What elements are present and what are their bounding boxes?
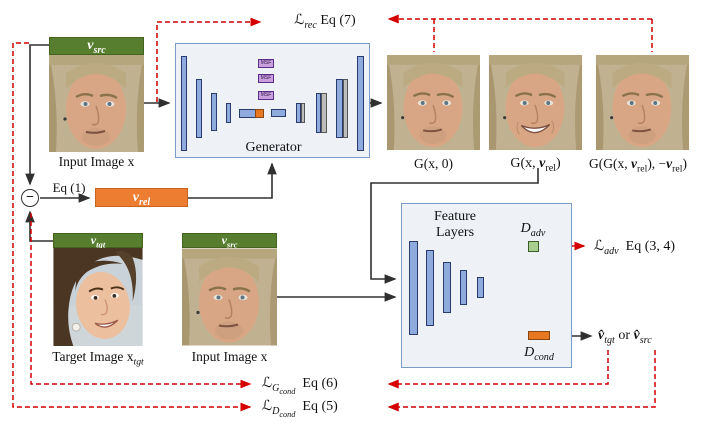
loss-flow-lines — [12, 14, 656, 412]
subtract-node: − — [21, 189, 39, 207]
vtgt-chip: vtgt — [53, 233, 143, 250]
gen-latent-cond-segment — [255, 109, 264, 118]
loss-adv-label: ℒadv Eq (3, 4) — [594, 239, 676, 257]
gen-latent-bar — [239, 109, 256, 118]
disc-bar-5 — [477, 277, 484, 298]
eq1-label: Eq (1) — [52, 180, 86, 195]
disc-bar-2 — [426, 250, 434, 326]
msf-box-3: MSF — [258, 91, 274, 100]
gen-dec-bar-3-skip — [343, 79, 348, 138]
dadv-label: Dadv — [520, 221, 546, 239]
loss-line-gcond-left — [30, 213, 252, 389]
target-image-caption: Target Image xtgt — [52, 349, 144, 368]
input-image-bottom — [182, 248, 277, 346]
msf-box-1: MSF — [258, 59, 274, 68]
loss-gcond-label: ℒGcond Eq (6) — [262, 376, 338, 396]
loss-line-rec-left — [156, 17, 262, 102]
gen-dec-bar-2 — [316, 93, 321, 133]
gen-image-zero — [387, 55, 480, 150]
vrel-chip: vrel — [95, 188, 188, 207]
vsrc-chip-bottom: vsrc — [182, 233, 277, 250]
vrel-chip-label: vrel — [132, 189, 151, 208]
gen-dec-bar-2-skip — [321, 93, 327, 133]
gen-latent-bar-2 — [271, 109, 286, 117]
dcond-node — [528, 331, 550, 340]
gen-dec-bar-3 — [336, 79, 343, 138]
input-image-top — [49, 55, 144, 152]
gen-enc-bar-2 — [196, 79, 202, 138]
dadv-node — [528, 241, 539, 252]
arrow-vtgt-to-subtract — [25, 210, 53, 242]
minus-icon: − — [26, 190, 34, 205]
gen-dec-bar-4 — [357, 56, 364, 151]
gen-image-zero-caption: G(x, 0) — [414, 156, 453, 171]
disc-bar-1 — [409, 241, 418, 335]
gen-enc-bar-4 — [226, 103, 231, 123]
arrow-vsrc-to-subtract — [25, 44, 49, 186]
arrow-vrel-to-generator — [188, 162, 277, 199]
loss-line-predsrc — [387, 350, 656, 412]
gen-dec-bar-1 — [296, 103, 301, 123]
generator-label: Generator — [245, 140, 302, 155]
loss-dcond-label: ℒDcond Eq (5) — [262, 399, 338, 419]
loss-rec-label: ℒrec Eq (7) — [294, 13, 356, 31]
vsrc-chip-bottom-label: vsrc — [221, 233, 238, 250]
gen-image-rel — [488, 55, 583, 150]
loss-line-predtgt — [387, 350, 609, 389]
generator-panel: MSF MSF MSF Generator — [175, 43, 370, 158]
gen-enc-bar-3 — [211, 93, 217, 131]
gen-image-cycle — [595, 55, 690, 150]
disc-bar-3 — [443, 262, 451, 313]
arrow-genrel-to-feature — [370, 168, 539, 284]
disc-bar-4 — [460, 270, 467, 305]
black-arrows — [25, 44, 593, 341]
input-image-top-caption: Input Image x — [58, 154, 135, 169]
loss-line-dcond-left — [12, 42, 252, 412]
pred-vector-label: v̂tgt or v̂src — [598, 328, 652, 346]
gen-enc-bar-1 — [181, 56, 187, 151]
dcond-label: Dcond — [524, 345, 554, 363]
gen-dec-bar-1-skip — [301, 103, 305, 123]
vsrc-chip-top-label: vsrc — [87, 38, 106, 56]
vsrc-chip-top: vsrc — [49, 37, 144, 55]
gen-image-cycle-caption: G(G(x, vrel), −vrel) — [589, 156, 687, 175]
input-image-bottom-caption: Input Image x — [191, 349, 268, 364]
target-image — [53, 248, 143, 346]
gen-image-rel-caption: G(x, vrel) — [510, 156, 561, 174]
msf-box-2: MSF — [258, 74, 274, 83]
vtgt-chip-label: vtgt — [90, 233, 106, 250]
